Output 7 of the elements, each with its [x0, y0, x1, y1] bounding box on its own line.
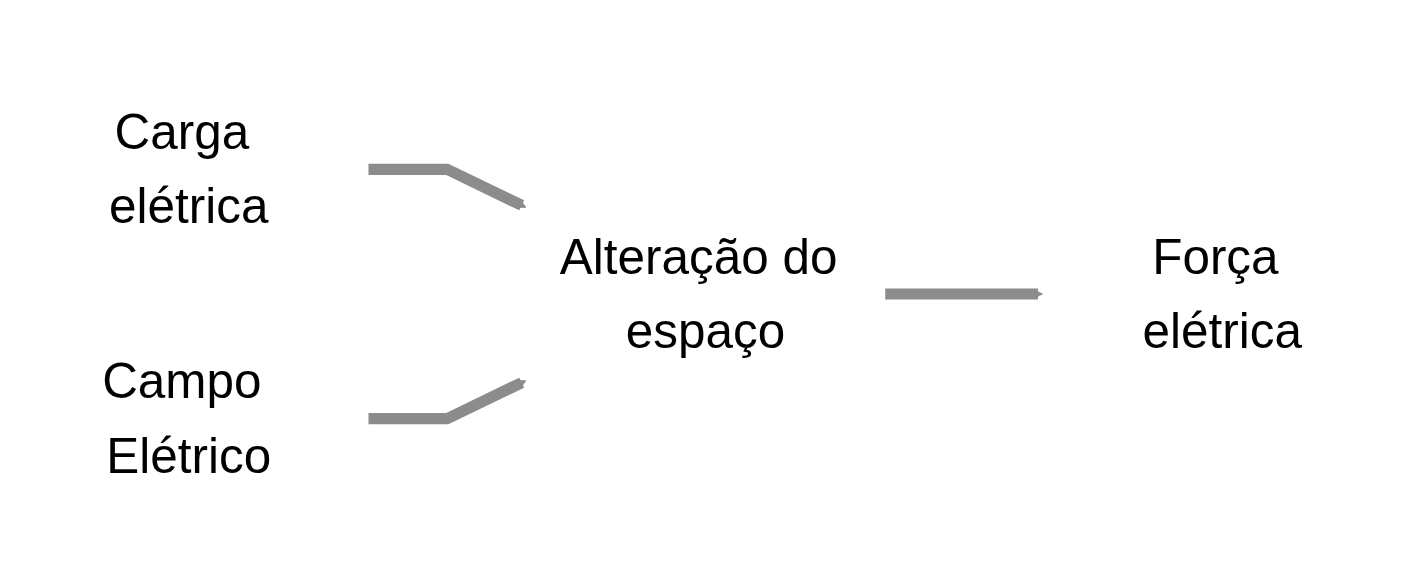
node-text: Alteração do espaço	[559, 228, 838, 359]
node-text: Carga elétrica	[109, 104, 269, 234]
node-text: Campo Elétrico	[102, 353, 272, 483]
arrow	[368, 377, 527, 425]
arrow	[368, 163, 527, 211]
arrow	[885, 288, 1043, 300]
node-text: Força elétrica	[1142, 228, 1302, 359]
